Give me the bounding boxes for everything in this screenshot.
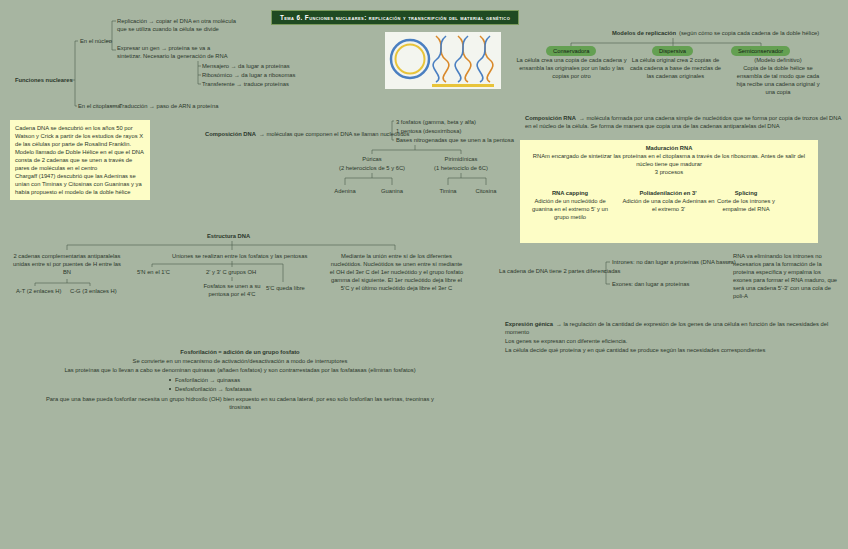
text-label: Mediante la unión entre sí de los difere…: [328, 252, 465, 292]
text-label: C-G (3 enlaces H): [70, 287, 117, 295]
text-label: Uniones se realizan entre los fosfatos y…: [172, 252, 307, 260]
text-label: Exones: dan lugar a proteínas: [612, 280, 689, 288]
note-box: Maduración RNARNAm encargado de sintetiz…: [520, 140, 818, 243]
pill-text: Conservadora: [553, 47, 589, 55]
text-label: Replicación → copiar el DNA en otra molé…: [117, 17, 242, 33]
text-label: Copia de la doble hélice se ensambla de …: [736, 64, 820, 96]
text-label: Ribosómico → da lugar a ribosomas: [202, 71, 295, 79]
box-text: 3 procesos: [629, 168, 709, 176]
text-label: 1 pentosa (desoxirribosa): [396, 127, 461, 135]
text-label: Los genes se expresan con diferente efic…: [505, 337, 627, 345]
box-heading: Poliadenilación en 3': [618, 189, 718, 197]
note-box: Cadena DNA se descubrió en los años 50 p…: [10, 120, 150, 200]
box-text: RNAm encargado de sintetizar las proteín…: [528, 152, 810, 168]
text-label: → la regulación de la cantidad de expres…: [505, 320, 840, 336]
box-text: Adición de una cola de Adeninas en el ex…: [621, 197, 716, 213]
bullets: [169, 379, 171, 390]
text-label: → moléculas que componen el DNA se llama…: [205, 130, 409, 138]
text-label: La cadena de DNA tiene 2 partes diferenc…: [499, 267, 621, 275]
heading-label: Estructura DNA: [207, 232, 250, 240]
text-label: Expresar un gen → proteína se va a sinte…: [117, 44, 232, 60]
text-label: Fosforilación → quinasas: [175, 376, 240, 384]
note-text: Chargaff (1947) descubrió que las Adenin…: [15, 172, 145, 196]
box-heading: Maduración RNA: [569, 144, 769, 152]
text-label: Citosina: [466, 187, 506, 195]
text-label: → molécula formada por una cadena simple…: [525, 114, 843, 130]
pill-text: Dispersiva: [659, 47, 686, 55]
text-label: Pirimidínicas: [411, 155, 511, 163]
box-text: Adición de un nucleótido de guanina en e…: [529, 197, 611, 221]
box-text: Corte de los intrones y empalme del RNA: [706, 197, 786, 213]
text-label: 2 cadenas complementarias antiparalelas …: [12, 252, 122, 276]
text-label: Se convierte en un mecanismo de activaci…: [30, 357, 450, 365]
heading-label: Funciones nucleares: [15, 76, 73, 84]
text-label: Traducción → paso de ARN a proteína: [119, 102, 218, 110]
heading-label: Composición RNA: [525, 114, 576, 122]
heading-label: Modelos de replicación: [612, 29, 676, 37]
text-label: (2 heterociclos de 5 y 6C): [322, 164, 422, 172]
box-heading: RNA capping: [525, 189, 615, 197]
text-label: Transferente → traduce proteínas: [202, 80, 289, 88]
text-label: La célula crea una copia de cada cadena …: [513, 56, 630, 80]
text-label: Adenina: [325, 187, 365, 195]
text-label: Bases nitrogenadas que se unen a la pent…: [396, 136, 514, 144]
heading-label: Expresión génica: [505, 320, 553, 328]
text-label: (según cómo se copia cada cadena de la d…: [612, 29, 819, 37]
text-label: 5'N en el 1'C: [137, 268, 170, 276]
text-label: Mensajero → da lugar a proteínas: [202, 62, 290, 70]
text-label: RNA va eliminando los intrones no necesa…: [733, 252, 841, 300]
model-pill: Conservadora: [546, 46, 596, 56]
dna-illustration: [385, 32, 501, 89]
text-label: Fosfatos se unen a su pentosa por el 4'C: [196, 282, 268, 298]
text-label: Guanina: [372, 187, 412, 195]
text-label: En el citoplasma: [78, 102, 121, 110]
text-label: (1 heterociclo de 6C): [411, 164, 511, 172]
heading-label: Fosforilación = adición de un grupo fosf…: [30, 348, 450, 356]
text-label: Intrones: no dan lugar a proteínas (DNA …: [612, 258, 736, 266]
note-text: Modelo llamado de Doble Hélice en el que…: [15, 148, 145, 172]
pill-text: Semiconservador: [738, 47, 783, 55]
text-label: Púricas: [322, 155, 422, 163]
heading-label: Composición DNA: [205, 130, 256, 138]
text-label: (Modelo definitivo): [736, 56, 820, 64]
text-label: 3 fosfatos (gamma, beta y alfa): [396, 118, 476, 126]
model-pill: Semiconservador: [731, 46, 790, 56]
text-label: En el núcleo: [80, 37, 112, 45]
text-label: La célula decide qué proteína y en qué c…: [505, 346, 765, 354]
text-label: Timina: [428, 187, 468, 195]
box-heading: Splicing: [701, 189, 791, 197]
text-label: Desfosforilación → fosfatasas: [175, 385, 252, 393]
text-label: Para que una base pueda fosforilar neces…: [45, 395, 435, 411]
model-pill: Dispersiva: [652, 46, 693, 56]
title-band: Tema 6. Funciones nucleares: replicación…: [271, 10, 519, 25]
note-text: Cadena DNA se descubrió en los años 50 p…: [15, 124, 145, 148]
text-label: 2' y 3' C grupos OH: [206, 268, 256, 276]
text-label: La célula original crea 2 copias de cada…: [626, 56, 725, 80]
text-label: A-T (2 enlaces H): [16, 287, 61, 295]
text-label: Las proteínas que lo llevan a cabo se de…: [20, 366, 460, 374]
text-label: 5'C queda libre: [266, 284, 305, 292]
